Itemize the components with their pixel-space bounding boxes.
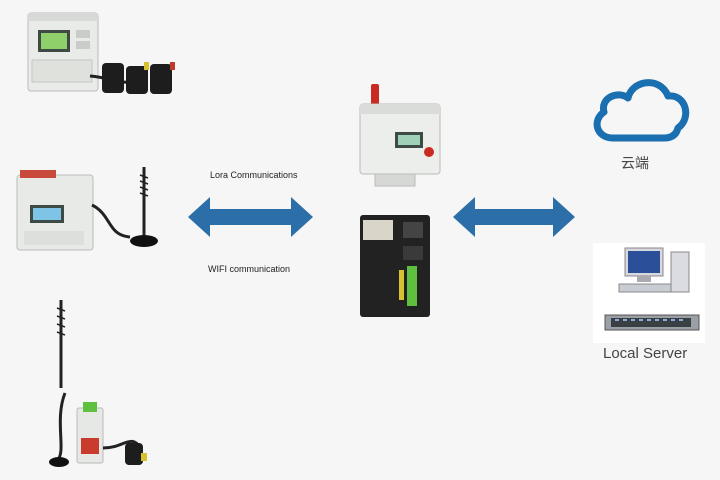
left-double-arrow [188, 197, 313, 237]
cloud-label: 云端 [621, 156, 649, 172]
wifi-communication-label: WIFI communication [208, 264, 291, 274]
desktop-computer-icon [618, 247, 690, 293]
industrial-router-icon [360, 215, 430, 317]
power-meter-with-ct-icon [27, 12, 175, 94]
right-double-arrow [453, 197, 575, 237]
cloud-icon [593, 79, 690, 142]
power-meter-with-antenna-icon [16, 167, 158, 251]
network-switch-icon [604, 314, 700, 331]
lora-communications-label: Lora Communications [210, 170, 298, 180]
local-server-label: Local Server [603, 345, 688, 362]
wireless-meter-with-antenna-icon [49, 300, 147, 467]
gateway-module-icon [359, 84, 441, 187]
